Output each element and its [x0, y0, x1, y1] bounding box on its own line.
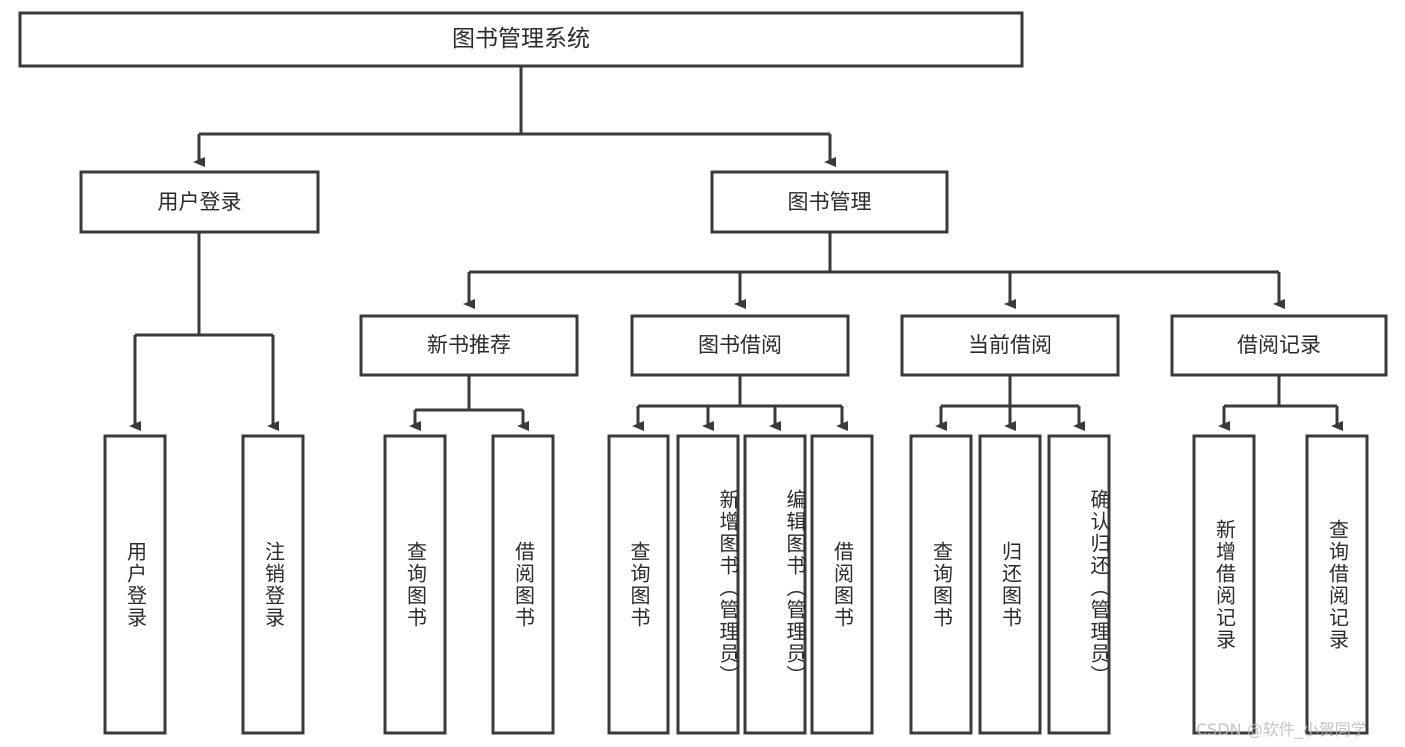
node-leaf-add-book[interactable]	[676, 434, 740, 735]
node-leaf-confirm-return[interactable]	[1047, 434, 1111, 735]
node-user-login[interactable]	[79, 170, 320, 234]
connector-user-login-bus	[135, 232, 273, 337]
node-leaf-query-record[interactable]	[1305, 434, 1369, 735]
node-new-book-rec[interactable]	[359, 314, 579, 377]
connector-borrow-record-bus	[1224, 375, 1337, 408]
node-leaf-borrow-book-2[interactable]	[810, 434, 874, 735]
node-leaf-user-logout[interactable]	[241, 434, 305, 735]
node-leaf-user-login[interactable]	[103, 434, 167, 735]
connector-current-borrow-bus	[941, 375, 1079, 408]
connector-book-manage-bus	[469, 232, 1279, 274]
node-leaf-query-book-2[interactable]	[607, 434, 670, 735]
node-leaf-edit-book[interactable]	[743, 434, 807, 735]
connector-book-borrow-bus	[638, 375, 842, 408]
node-book-manage[interactable]	[710, 170, 949, 234]
node-leaf-query-book-1[interactable]	[383, 434, 447, 735]
node-leaf-add-record[interactable]	[1192, 434, 1256, 735]
node-leaf-borrow-book-1[interactable]	[491, 434, 555, 735]
node-leaf-return-book[interactable]	[978, 434, 1042, 735]
connector-new-book-rec-bus	[415, 375, 523, 412]
node-root[interactable]	[18, 11, 1024, 68]
node-book-borrow[interactable]	[630, 314, 850, 377]
connector-root-bus	[199, 66, 830, 136]
node-borrow-record[interactable]	[1170, 314, 1388, 377]
node-current-borrow[interactable]	[900, 314, 1120, 377]
node-leaf-query-book-3[interactable]	[909, 434, 973, 735]
watermark-csdn: CSDN @软件_小贺同学	[1196, 720, 1367, 739]
